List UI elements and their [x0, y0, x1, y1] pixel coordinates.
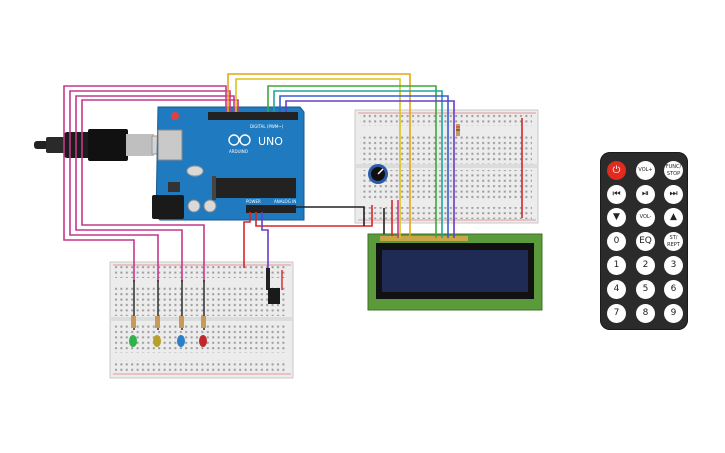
- arduino-model-text: UNO: [258, 135, 283, 148]
- remote-vol-down-button[interactable]: VOL-: [636, 208, 655, 227]
- remote-nine-button[interactable]: 9: [664, 304, 683, 323]
- arduino-uno-board[interactable]: UNO ARDUINO DIGITAL (PWM~) POWER ANALOG …: [152, 106, 305, 221]
- leds: [129, 335, 207, 347]
- breadboard-top-right[interactable]: [354, 109, 539, 224]
- led-resistors: [131, 280, 206, 330]
- remote-five-button[interactable]: 5: [636, 280, 655, 299]
- remote-st-rept-button[interactable]: ST/ REPT: [664, 232, 683, 251]
- ir-receiver[interactable]: [266, 268, 283, 304]
- remote-eq-button[interactable]: EQ: [636, 232, 655, 251]
- digital-header: [208, 112, 298, 120]
- wires-power: [243, 118, 523, 270]
- remote-vol-up-button[interactable]: VOL+: [636, 161, 655, 180]
- remote-four-button[interactable]: 4: [607, 280, 626, 299]
- wires-lcd-data: [227, 73, 455, 238]
- reset-button[interactable]: [171, 112, 179, 120]
- remote-next-button[interactable]: ⏭: [664, 185, 683, 204]
- microcontroller-chip: [216, 178, 296, 198]
- remote-seven-button[interactable]: 7: [607, 304, 626, 323]
- remote-prev-button[interactable]: ⏮: [607, 185, 626, 204]
- digital-header-label: DIGITAL (PWM~): [250, 124, 284, 129]
- remote-play-pause-button[interactable]: ⏯: [636, 185, 655, 204]
- led-red: [199, 335, 207, 347]
- led-yellow: [153, 335, 161, 347]
- resistor-lcd: [456, 124, 460, 136]
- remote-six-button[interactable]: 6: [664, 280, 683, 299]
- power-header-label: POWER: [246, 199, 261, 204]
- remote-zero-button[interactable]: 0: [607, 232, 626, 251]
- remote-power-button[interactable]: ⏻: [607, 161, 626, 180]
- remote-three-button[interactable]: 3: [664, 256, 683, 275]
- usb-cable[interactable]: [34, 129, 179, 161]
- lcd-16x2[interactable]: [367, 233, 543, 311]
- arduino-logo: [228, 134, 251, 146]
- remote-two-button[interactable]: 2: [636, 256, 655, 275]
- arduino-brand-text: ARDUINO: [229, 149, 248, 154]
- remote-func-stop-button[interactable]: FUNC/ STOP: [664, 161, 683, 180]
- wires-magenta: [63, 85, 239, 282]
- led-green: [129, 335, 137, 347]
- potentiometer-knob[interactable]: [368, 164, 388, 184]
- led-blue: [177, 335, 185, 347]
- remote-eight-button[interactable]: 8: [636, 304, 655, 323]
- remote-one-button[interactable]: 1: [607, 256, 626, 275]
- remote-up-button[interactable]: ▲: [664, 208, 683, 227]
- power-analog-header: [246, 205, 296, 213]
- analog-header-label: ANALOG IN: [274, 199, 296, 204]
- remote-down-button[interactable]: ▼: [607, 208, 626, 227]
